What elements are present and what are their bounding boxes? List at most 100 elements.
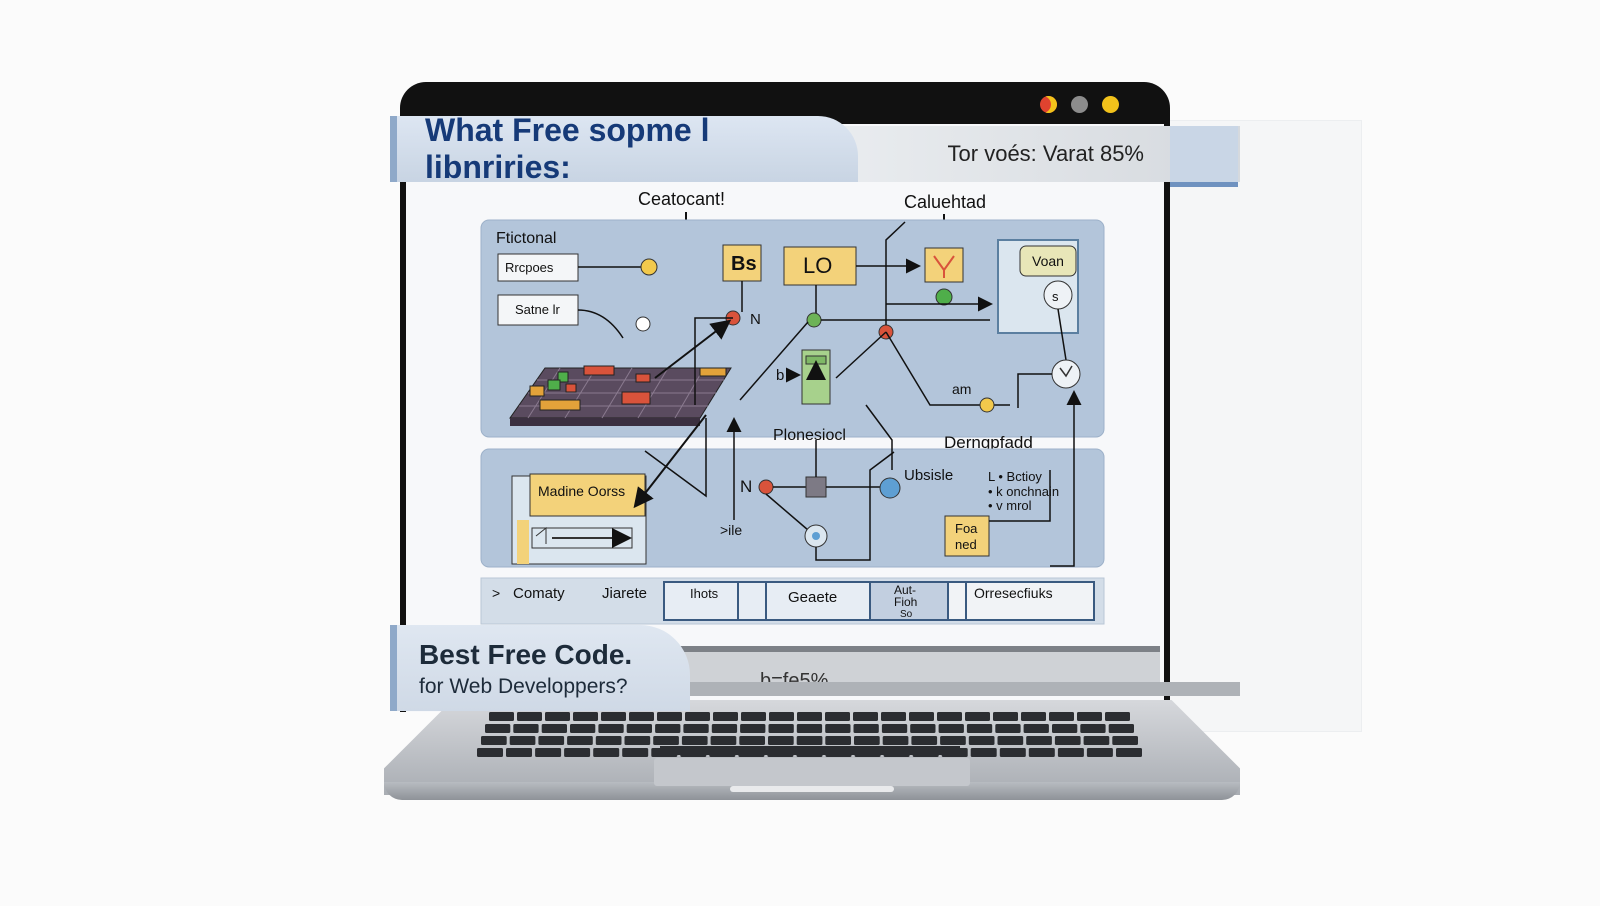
keyboard-key[interactable] (1021, 712, 1046, 721)
keyboard-key[interactable] (1105, 712, 1130, 721)
voan-box[interactable] (1019, 245, 1077, 277)
keyboard-key[interactable] (881, 712, 906, 721)
keyboard-key[interactable] (538, 736, 565, 745)
keyboard-key[interactable] (595, 736, 622, 745)
function-box[interactable] (924, 247, 964, 283)
keyboard-key[interactable] (740, 724, 766, 733)
keyboard-key[interactable] (825, 724, 851, 733)
keyboard-key[interactable] (940, 736, 966, 745)
keyboard-key[interactable] (653, 736, 679, 745)
keyboard-key[interactable] (995, 724, 1021, 733)
keyboard-key[interactable] (854, 736, 880, 745)
keyboard-key[interactable] (683, 724, 709, 733)
keyboard-key[interactable] (481, 736, 507, 745)
keyboard-key[interactable] (598, 724, 624, 733)
keyboard-key[interactable] (1086, 748, 1113, 757)
keyboard-key[interactable] (739, 736, 765, 745)
keyboard-key[interactable] (545, 712, 570, 721)
keyboard-key[interactable] (965, 712, 990, 721)
keyboard-key[interactable] (853, 712, 878, 721)
node-yellow-1[interactable] (640, 258, 658, 276)
keyboard-key[interactable] (910, 724, 936, 733)
keyboard-key[interactable] (681, 736, 708, 745)
keyboard-key[interactable] (993, 712, 1018, 721)
keyboard-key[interactable] (881, 724, 908, 733)
keyboard-key[interactable] (624, 736, 651, 745)
node-white-1[interactable] (635, 316, 651, 332)
keyboard-key[interactable] (768, 724, 794, 733)
keyboard-key[interactable] (999, 748, 1026, 757)
keyboard-key[interactable] (629, 712, 654, 721)
keyboard-key[interactable] (968, 736, 995, 745)
keyboard-key[interactable] (853, 724, 879, 733)
keyboard-key[interactable] (1077, 712, 1102, 721)
keyboard-key[interactable] (517, 712, 542, 721)
keyboard-key[interactable] (1052, 724, 1078, 733)
keyboard-key[interactable] (509, 736, 536, 745)
keyboard-key[interactable] (477, 748, 503, 757)
keyboard-key[interactable] (626, 724, 652, 733)
keyboard-key[interactable] (513, 724, 539, 733)
keyboard-key[interactable] (622, 748, 649, 757)
keyboard-key[interactable] (1083, 736, 1110, 745)
keyboard-key[interactable] (541, 724, 567, 733)
satne-box[interactable] (497, 294, 579, 326)
keyboard-key[interactable] (506, 748, 532, 757)
keyboard-key[interactable] (711, 724, 738, 733)
lo-box[interactable] (783, 246, 857, 286)
foa-box[interactable] (944, 515, 990, 557)
keyboard-key[interactable] (535, 748, 562, 757)
tab-jiarete[interactable]: Jiarete (602, 585, 647, 602)
space-key[interactable] (660, 746, 960, 755)
keyboard-key[interactable] (966, 724, 993, 733)
keyboard-key[interactable] (797, 712, 822, 721)
keyboard-key[interactable] (713, 712, 738, 721)
keyboard-key[interactable] (685, 712, 710, 721)
keyboard-key[interactable] (655, 724, 681, 733)
keyboard-key[interactable] (601, 712, 626, 721)
footer-card[interactable]: Best Free Code. for Web Developpers? (390, 625, 690, 711)
keyboard-key[interactable] (485, 724, 511, 733)
keyboard-key[interactable] (1023, 724, 1049, 733)
node-blue[interactable] (879, 477, 901, 499)
tab-ihots[interactable] (663, 581, 767, 621)
tab-orresecfiuks[interactable] (947, 581, 1095, 621)
keyboard-key[interactable] (825, 712, 850, 721)
keyboard-key[interactable] (1080, 724, 1106, 733)
minimize-dot-icon[interactable] (1071, 96, 1088, 113)
machine-box[interactable] (529, 473, 646, 517)
keyboard-key[interactable] (564, 748, 591, 757)
keyboard-key[interactable] (970, 748, 997, 757)
tab-comaty[interactable]: Comaty (513, 585, 565, 602)
keyboard-key[interactable] (741, 712, 766, 721)
keyboard-key[interactable] (997, 736, 1024, 745)
trackpad[interactable] (654, 758, 970, 786)
keyboard-key[interactable] (909, 712, 934, 721)
tab-geaete[interactable] (765, 581, 871, 621)
header-title-tab[interactable]: What Free sopme l libnriries: (390, 112, 858, 185)
keyboard-key[interactable] (937, 712, 962, 721)
keyboard-key[interactable] (570, 724, 596, 733)
keyboard-key[interactable] (882, 736, 909, 745)
keyboard-key[interactable] (1057, 748, 1084, 757)
keyboard-key[interactable] (1108, 724, 1134, 733)
keyboard-key[interactable] (1054, 736, 1081, 745)
keyboard-key[interactable] (1026, 736, 1052, 745)
close-dot-icon[interactable] (1040, 96, 1057, 113)
keyboard-key[interactable] (825, 736, 851, 745)
keyboard-key[interactable] (573, 712, 598, 721)
keyboard-key[interactable] (593, 748, 620, 757)
keyboard-key[interactable] (567, 736, 593, 745)
keyboard-key[interactable] (769, 712, 794, 721)
keyboard-key[interactable] (1116, 748, 1142, 757)
keyboard-key[interactable] (710, 736, 737, 745)
keyboard-key[interactable] (796, 736, 823, 745)
keyboard-key[interactable] (489, 712, 514, 721)
node-yellow-2[interactable] (979, 397, 995, 413)
keyboard-key[interactable] (1028, 748, 1055, 757)
keyboard-key[interactable] (1049, 712, 1074, 721)
tab-arrow-icon[interactable]: > (492, 585, 500, 601)
bs-box[interactable] (722, 244, 762, 282)
keyboard-key[interactable] (938, 724, 964, 733)
